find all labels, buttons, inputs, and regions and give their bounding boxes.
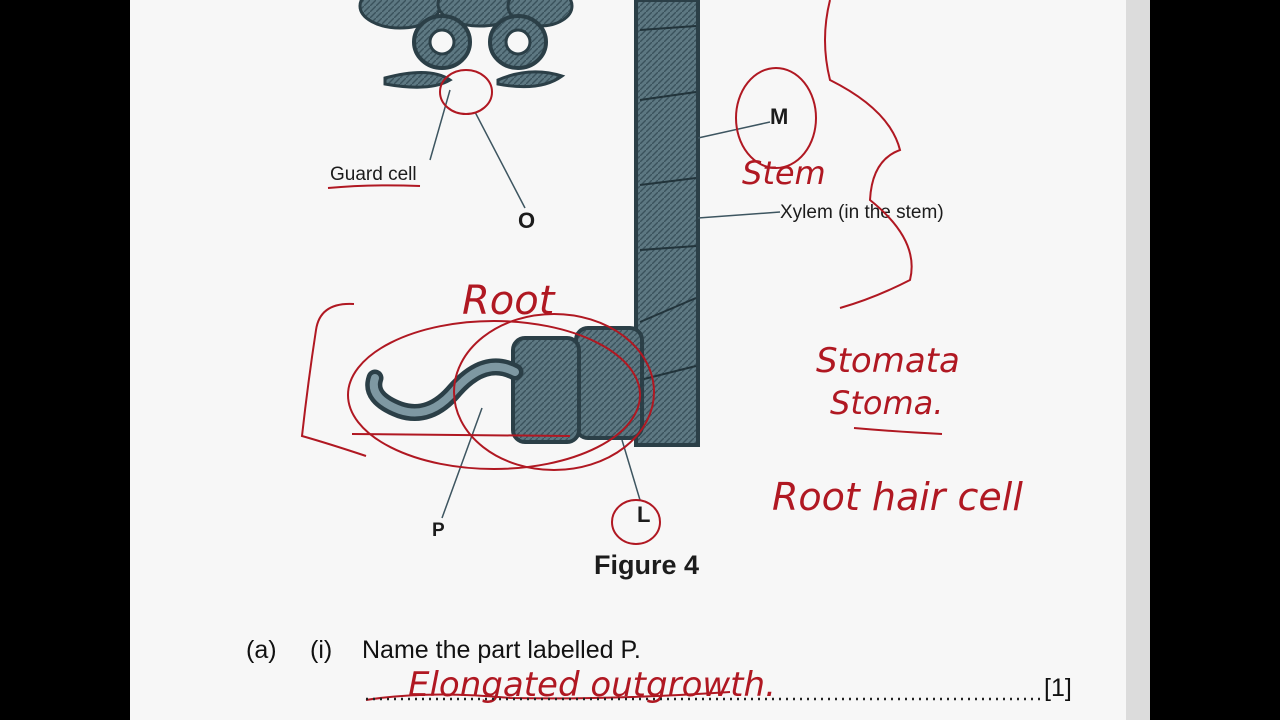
handwritten-root: Root xyxy=(462,278,556,324)
handwritten-root-hair-cell: Root hair cell xyxy=(772,475,1023,519)
figure-4-diagram: Guard cell O M Xylem (in the stem) P L F… xyxy=(300,0,1042,705)
root-hair-cell-drawing xyxy=(365,326,644,519)
label-p: P xyxy=(432,520,445,541)
figure-caption: Figure 4 xyxy=(594,550,699,580)
question-text: Name the part labelled P. xyxy=(362,636,641,664)
question-part: (a) xyxy=(246,636,277,664)
question-subpart: (i) xyxy=(310,636,333,664)
label-o: O xyxy=(518,208,535,233)
label-xylem: Xylem (in the stem) xyxy=(780,202,944,223)
handwritten-stem: Stem xyxy=(742,154,826,192)
label-l: L xyxy=(637,502,650,527)
handwritten-stoma: Stoma. xyxy=(830,384,943,422)
label-guard-cell: Guard cell xyxy=(330,164,417,185)
guard-cells-drawing xyxy=(358,0,574,209)
worksheet-page: Guard cell O M Xylem (in the stem) P L F… xyxy=(130,0,1150,720)
handwritten-marks xyxy=(300,0,943,701)
stem-xylem-drawing xyxy=(634,0,781,447)
handwritten-stomata: Stomata xyxy=(816,341,960,381)
label-m: M xyxy=(770,104,788,129)
question-marks: [1] xyxy=(1044,674,1072,702)
